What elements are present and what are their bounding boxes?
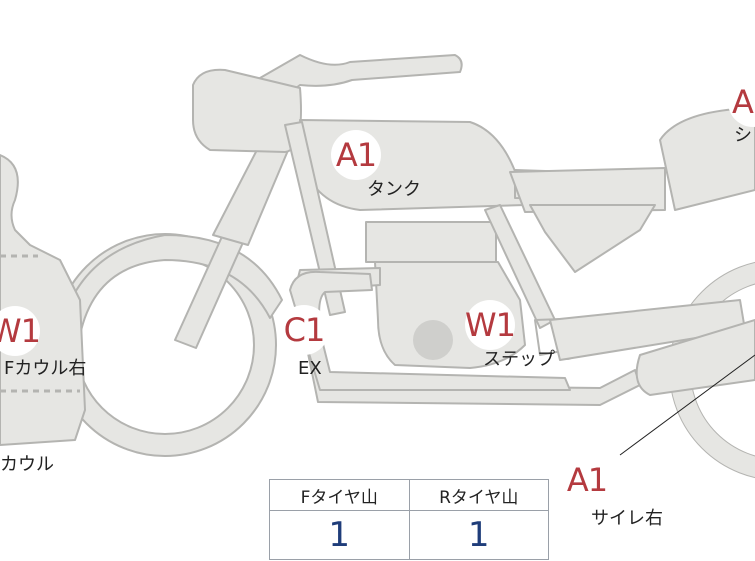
marker-silencer-right: A1 [562, 455, 612, 505]
header-rear-tire: Rタイヤ山 [408, 479, 549, 511]
handlebar [259, 54, 463, 101]
label-cowl-bottom: カウル [0, 454, 54, 475]
label-ex: EX [298, 358, 322, 379]
label-tank: タンク [367, 179, 421, 200]
marker-ex: C1 [279, 305, 329, 355]
tire-tread-table: Fタイヤ山 Rタイヤ山 1 1 [269, 479, 549, 560]
header-front-tire: Fタイヤ山 [269, 479, 410, 511]
marker-f-cowl-right: W1 [0, 306, 41, 356]
pointer-line [619, 354, 755, 456]
marker-step: W1 [465, 300, 516, 350]
seat [509, 167, 666, 213]
value-rear-tire: 1 [408, 510, 549, 560]
label-f-cowl-right: Fカウル右 [4, 358, 87, 379]
label-seat: シ [734, 125, 752, 146]
engine-top [365, 221, 497, 263]
marker-tank: A1 [331, 130, 381, 180]
exhaust [289, 270, 571, 391]
value-front-tire: 1 [269, 510, 410, 560]
label-silencer-right: サイレ右 [591, 508, 663, 529]
marker-seat: A [728, 77, 755, 127]
front-cowl [0, 154, 86, 446]
front-fender [59, 234, 283, 336]
label-step: ステップ [483, 349, 555, 370]
